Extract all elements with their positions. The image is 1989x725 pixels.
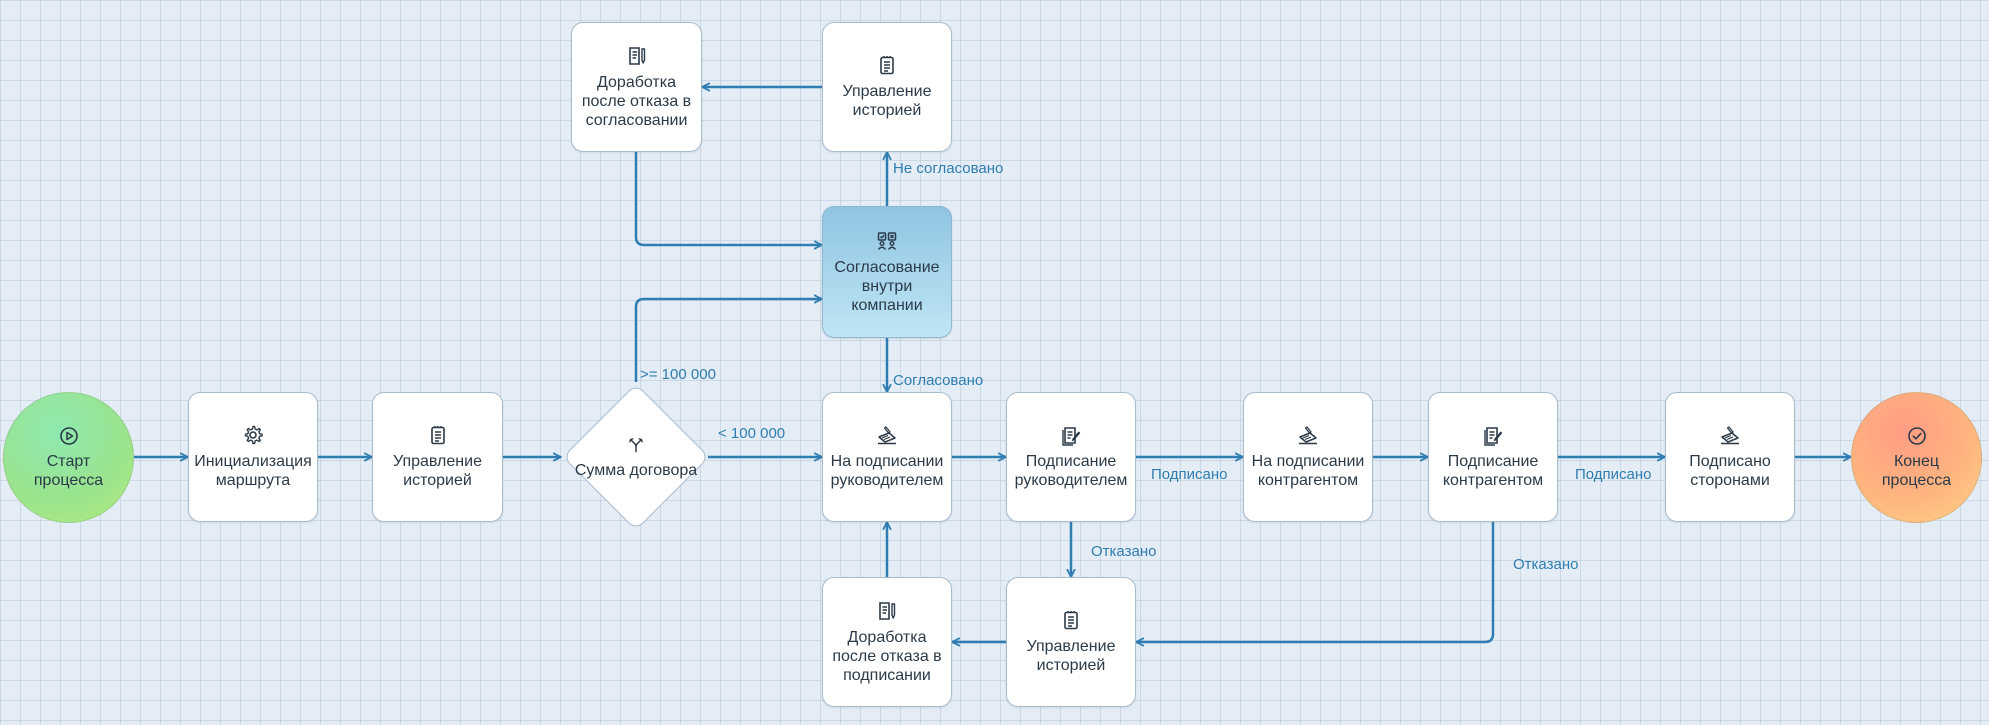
rework-approval-label: Доработка после отказа в согласовании — [581, 73, 692, 129]
on-sign-counterparty-label: На подписании контрагентом — [1251, 453, 1365, 489]
decision-label: Сумма договора — [574, 461, 698, 479]
init-route-node[interactable]: Инициализация маршрута — [188, 392, 318, 522]
history-node-1[interactable]: Управление историей — [372, 392, 503, 522]
gear-icon — [244, 425, 263, 445]
end-label: Конец процесса — [1881, 452, 1952, 489]
approval-internal-node[interactable]: Согласование внутри компании — [822, 206, 952, 338]
edge-signed-cp-to-history-bottom — [1135, 522, 1495, 647]
signed-document-icon — [1062, 427, 1081, 446]
edge-label-refused-2: Отказано — [1513, 556, 1579, 573]
edge-label-not-approved: Не согласовано — [893, 160, 1004, 177]
signing-hand-icon — [878, 426, 896, 445]
history-label-bottom: Управление историей — [1026, 638, 1116, 674]
signed-counterparty-node[interactable]: Подписание контрагентом — [1428, 392, 1558, 522]
init-route-label: Инициализация маршрута — [194, 453, 312, 489]
signed-parties-label: Подписано сторонами — [1689, 453, 1771, 489]
rework-approval-node[interactable]: Доработка после отказа в согласовании — [571, 22, 702, 152]
on-sign-counterparty-node[interactable]: На подписании контрагентом — [1243, 392, 1373, 522]
history-node-top[interactable]: Управление историей — [822, 22, 952, 152]
document-edit-icon — [879, 601, 896, 620]
edge-label-gte-100k: >= 100 000 — [640, 366, 716, 383]
signing-hand-icon — [1721, 426, 1739, 445]
signing-hand-icon — [1299, 426, 1317, 445]
signed-parties-node[interactable]: Подписано сторонами — [1665, 392, 1795, 522]
edge-label-approved: Согласовано — [893, 372, 984, 389]
rework-sign-node[interactable]: Доработка после отказа в подписании — [822, 577, 952, 707]
start-label: Старт процесса — [33, 452, 104, 489]
rework-sign-label: Доработка после отказа в подписании — [832, 628, 942, 684]
clipboard-list-icon — [1064, 611, 1078, 630]
history-node-bottom[interactable]: Управление историей — [1006, 577, 1136, 707]
branch-icon — [628, 437, 644, 452]
edge-rework-to-approval — [634, 152, 823, 250]
check-circle-icon — [1907, 426, 1926, 445]
clipboard-list-icon — [880, 56, 894, 75]
history-label-top: Управление историей — [842, 83, 932, 119]
signed-document-icon — [1484, 427, 1503, 446]
end-node[interactable]: Конец процесса — [1851, 392, 1982, 523]
clipboard-list-icon — [430, 426, 445, 445]
edge-label-lt-100k: < 100 000 — [718, 425, 786, 442]
history-label-1: Управление историей — [393, 453, 482, 489]
edge-label-refused-1: Отказано — [1091, 543, 1157, 560]
document-edit-icon — [628, 46, 645, 65]
on-sign-head-node[interactable]: На подписании руководителем — [822, 392, 952, 522]
on-sign-head-label: На подписании руководителем — [830, 453, 944, 489]
play-icon — [59, 426, 78, 445]
approvers-icon — [877, 231, 897, 250]
edge-label-signed-2: Подписано — [1575, 466, 1652, 483]
signed-counterparty-label: Подписание контрагентом — [1442, 453, 1544, 489]
edge-label-signed-1: Подписано — [1151, 466, 1228, 483]
decision-node[interactable]: Сумма договора — [561, 420, 711, 494]
approval-internal-label: Согласование внутри компании — [834, 258, 940, 314]
signed-head-label: Подписание руководителем — [1014, 453, 1128, 489]
edge-decision-to-approval — [634, 294, 823, 382]
signed-head-node[interactable]: Подписание руководителем — [1006, 392, 1136, 522]
start-node[interactable]: Старт процесса — [3, 392, 134, 523]
